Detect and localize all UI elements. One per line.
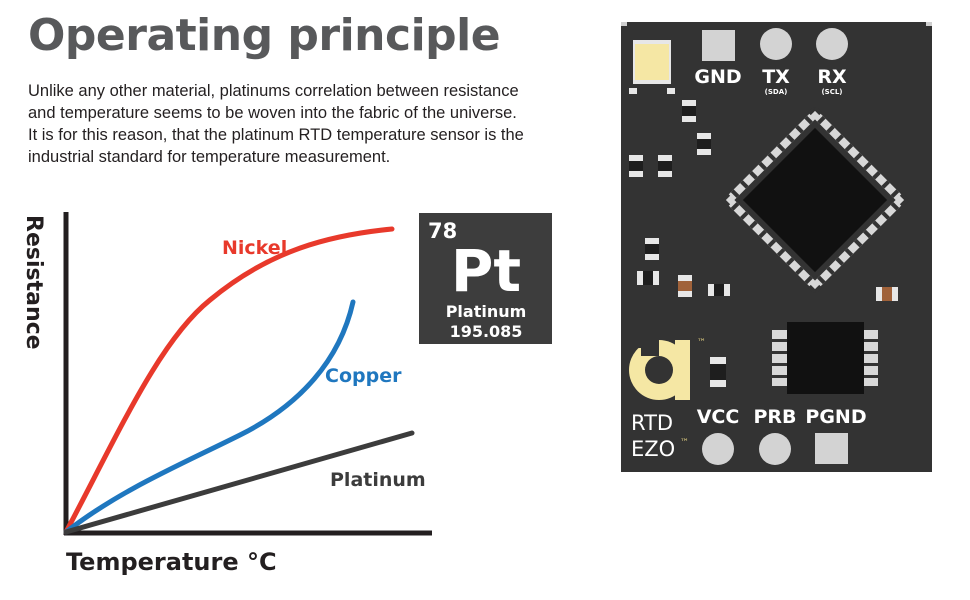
chip-pin-gap xyxy=(730,189,740,198)
chip-pin-gap xyxy=(749,171,758,180)
chip-pin-gap xyxy=(863,229,872,239)
resistance-temperature-chart: Nickel Copper Platinum Resistance Temper… xyxy=(21,212,432,576)
chip-pin-gap xyxy=(776,143,786,152)
series-label-platinum: Platinum xyxy=(330,469,426,491)
chip-pin-gap xyxy=(881,211,890,220)
chip-pin-gap xyxy=(881,180,890,189)
chip-pin-gap xyxy=(813,284,823,294)
chip-pin-gap xyxy=(813,106,823,116)
paragraph-line: industrial standard for temperature meas… xyxy=(28,148,391,166)
chip-pin-gap xyxy=(826,125,835,134)
chip-pin-gap xyxy=(804,275,813,285)
atomic-number: 78 xyxy=(428,219,457,243)
chip-pin-gap xyxy=(776,248,786,257)
board-edge-notches xyxy=(621,22,932,26)
chip-pin-gap xyxy=(807,106,817,116)
chip-pin-gap xyxy=(863,161,872,171)
rx-pad xyxy=(816,28,848,60)
chip-pin-gap xyxy=(817,115,826,125)
chip-pin-gap xyxy=(767,152,777,162)
chip-pin-gap xyxy=(890,202,900,211)
logo-trademark: ™ xyxy=(697,338,706,348)
chip-pin-gap xyxy=(899,198,909,208)
chip-pin-gap xyxy=(872,220,881,229)
atlas-scientific-logo-icon xyxy=(627,340,690,400)
nickel-curve xyxy=(63,226,395,535)
chip-pin-gap xyxy=(721,198,731,208)
chip-pin-gap xyxy=(844,143,854,152)
element-name: Platinum xyxy=(446,302,527,321)
chip-pin-gap xyxy=(890,189,900,198)
pin-label-gnd: GND xyxy=(694,66,741,88)
chip-pin-gap xyxy=(786,134,795,143)
chip-pin-gap xyxy=(749,220,758,229)
chip-pin-gap xyxy=(853,152,863,162)
chip-pin-gap xyxy=(835,134,844,143)
brand-ezo: EZO xyxy=(631,437,675,461)
chip-pin-gap xyxy=(795,266,804,275)
chip-pin-gap xyxy=(730,202,740,211)
platinum-curve xyxy=(63,430,415,535)
pin-label-rx: RX xyxy=(817,66,847,88)
tx-pad xyxy=(760,28,792,60)
pin-sub-scl: (SCL) xyxy=(821,88,842,96)
chip-pin-gap xyxy=(740,211,749,220)
chip-pin-gap xyxy=(826,266,835,275)
chip-pin-gap xyxy=(817,275,826,285)
chip-pin-gap xyxy=(807,284,817,294)
paragraph-line: It is for this reason, that the platinum… xyxy=(28,126,524,144)
series-label-copper: Copper xyxy=(325,365,402,387)
pin-label-prb: PRB xyxy=(753,406,796,428)
pin-label-tx: TX xyxy=(762,66,790,88)
vcc-pad xyxy=(702,433,734,465)
paragraph-line: and temperature seems to be woven into t… xyxy=(28,104,517,122)
prb-pad xyxy=(759,433,791,465)
led-component xyxy=(629,40,675,94)
chip-pin-gap xyxy=(786,257,795,266)
element-tile-bg xyxy=(419,213,552,344)
chip-pin-gap xyxy=(758,229,767,239)
microcontroller-pin-gaps xyxy=(721,106,909,294)
element-symbol: Pt xyxy=(451,237,521,305)
brand-rtd: RTD xyxy=(631,411,673,435)
x-axis-label: Temperature °C xyxy=(66,548,277,576)
chip-pin-gap xyxy=(795,125,804,134)
pin-label-vcc: VCC xyxy=(697,406,740,428)
smd-components xyxy=(629,100,898,387)
chip-pin-gap xyxy=(835,257,844,266)
atomic-mass: 195.085 xyxy=(450,322,523,341)
series-label-nickel: Nickel xyxy=(222,237,287,259)
chip-pin-gap xyxy=(872,171,881,180)
chip-pin-gap xyxy=(844,248,854,257)
copper-curve xyxy=(63,299,356,535)
chip-pin-gap xyxy=(758,161,767,171)
chip-pin-gap xyxy=(767,238,777,248)
rtd-ezo-circuit-board: GND TX RX (SDA) (SCL) xyxy=(621,22,932,472)
intro-paragraph: Unlike any other material, platinums cor… xyxy=(28,80,598,168)
chip-pin-gap xyxy=(740,180,749,189)
pin-sub-sda: (SDA) xyxy=(765,88,788,96)
page-title: Operating principle xyxy=(28,10,501,61)
pin-label-pgnd: PGND xyxy=(805,406,866,428)
soic-chip xyxy=(772,322,878,394)
gnd-pad xyxy=(702,30,735,61)
chip-pin-gap xyxy=(853,238,863,248)
chip-pin-gap xyxy=(804,115,813,125)
brand-trademark: ™ xyxy=(680,438,689,448)
pgnd-pad xyxy=(815,433,848,464)
paragraph-line: Unlike any other material, platinums cor… xyxy=(28,82,519,100)
platinum-element-tile: 78 Pt Platinum 195.085 xyxy=(419,213,552,344)
y-axis-label: Resistance xyxy=(21,215,46,350)
